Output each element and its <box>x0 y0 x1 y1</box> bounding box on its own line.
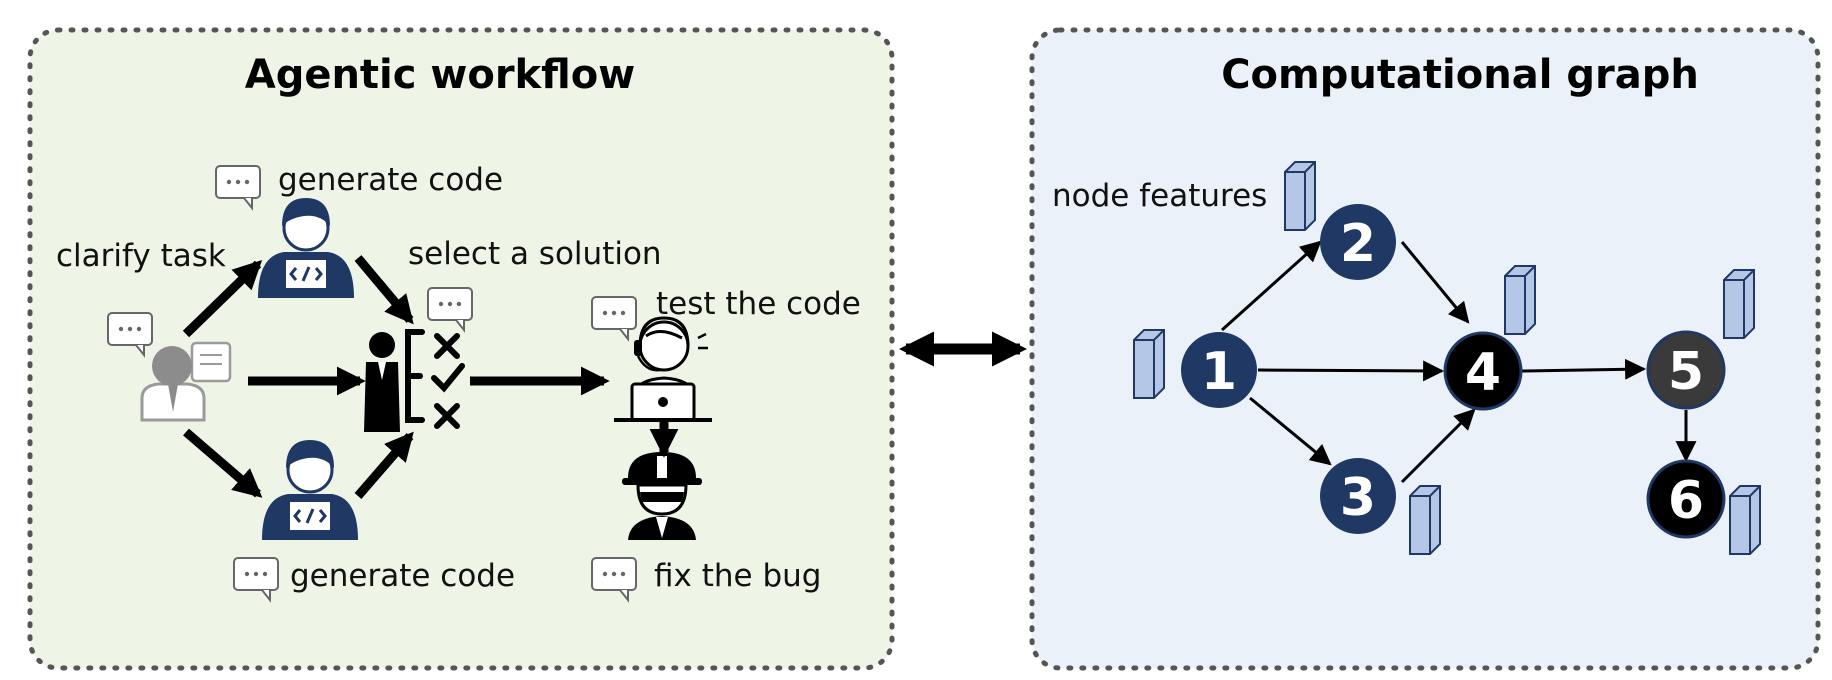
select-solution-label: select a solution <box>408 236 662 272</box>
user-icon <box>140 341 232 422</box>
graph-node-6: 6 <box>1646 459 1726 539</box>
node-feature-block <box>1409 485 1441 555</box>
graph-node-4: 4 <box>1443 331 1523 411</box>
edge-1-2 <box>1220 240 1322 332</box>
edge-2-4 <box>1400 241 1470 324</box>
edge-3-4 <box>1400 408 1476 484</box>
clarify-task-label: clarify task <box>56 238 226 274</box>
computational-graph-panel <box>1029 27 1821 671</box>
graph-node-1: 1 <box>1181 332 1257 408</box>
svg-text:3: 3 <box>1340 468 1376 528</box>
svg-text:5: 5 <box>1668 342 1704 402</box>
edge-1-4 <box>1257 360 1445 382</box>
node-feature-block <box>1504 265 1536 335</box>
fix-bug-label: fix the bug <box>654 558 821 594</box>
generate-code-top-label: generate code <box>278 162 503 198</box>
graph-node-3: 3 <box>1320 458 1396 534</box>
checklist-icon <box>405 329 465 429</box>
tester-icon <box>614 316 712 422</box>
node-feature-block <box>1729 485 1761 555</box>
graph-edges <box>1220 240 1697 484</box>
generate-code-bottom-label: generate code <box>290 558 515 594</box>
graph-node-2: 2 <box>1320 204 1396 280</box>
svg-text:2: 2 <box>1340 214 1376 274</box>
node-feature-block <box>1133 329 1165 399</box>
svg-text:1: 1 <box>1201 342 1237 402</box>
edge-4-5 <box>1521 358 1647 380</box>
node-features-label: node features <box>1052 178 1267 214</box>
manager-icon <box>364 332 400 432</box>
edge-1-3 <box>1249 396 1332 466</box>
node-feature-block <box>1284 161 1316 231</box>
computational-graph-title: Computational graph <box>1221 52 1699 98</box>
test-code-label: test the code <box>656 286 861 322</box>
engineer-icon <box>622 452 702 540</box>
svg-text:6: 6 <box>1668 471 1704 531</box>
node-feature-block <box>1723 269 1755 339</box>
svg-text:4: 4 <box>1465 343 1501 403</box>
graph-node-5: 5 <box>1646 330 1726 410</box>
workflow-arrows <box>182 255 679 499</box>
agentic-workflow-title: Agentic workflow <box>245 52 636 98</box>
